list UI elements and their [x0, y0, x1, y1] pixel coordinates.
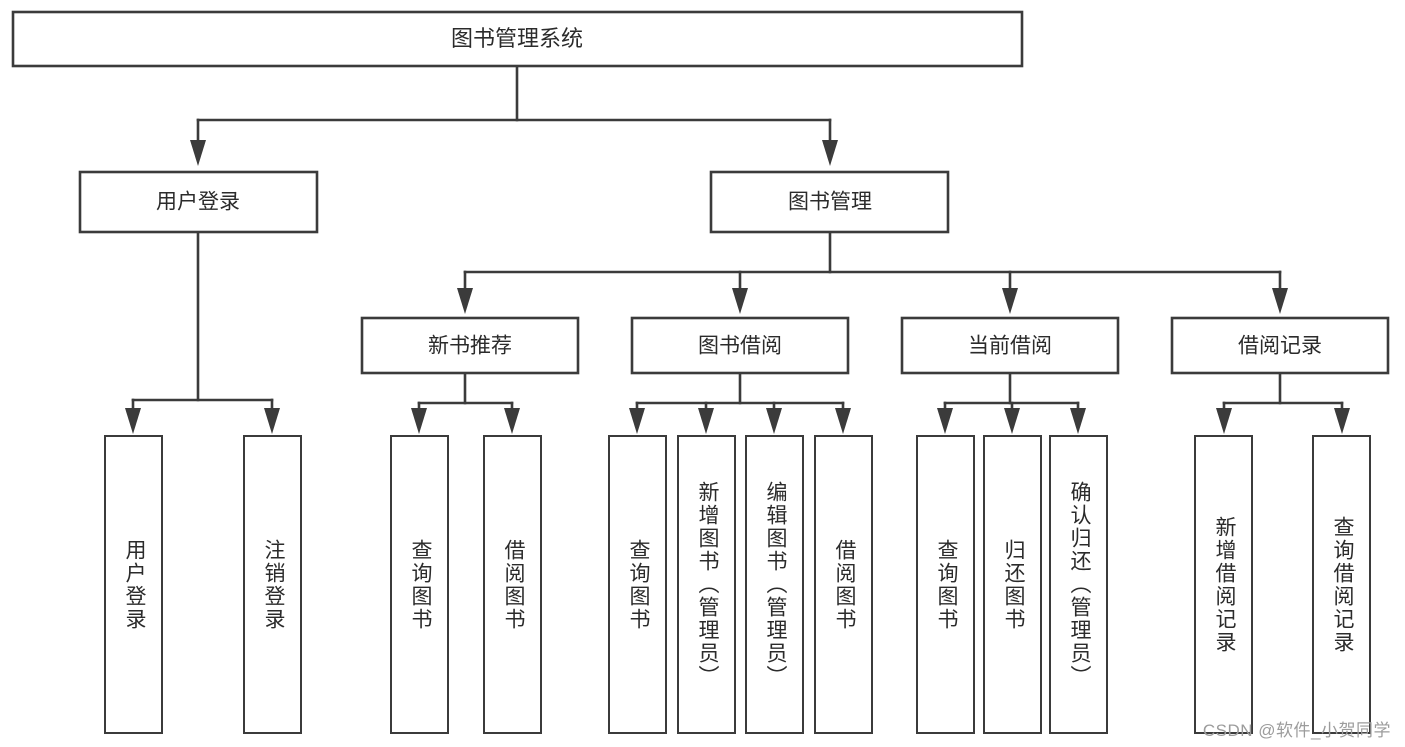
arrow-to-new-book-recommend: [457, 288, 473, 314]
leaf-user-login-label: 用户登录: [122, 538, 146, 631]
node-leaf-user-logout[interactable]: 注销登录: [243, 435, 302, 734]
connectors-new-book-to-leaves: [411, 372, 520, 434]
arrow-to-leaf-borrow-book-1: [504, 408, 520, 434]
arrow-to-leaf-add-book: [698, 408, 714, 434]
arrow-to-leaf-edit-book: [766, 408, 782, 434]
book-manage-label: 图书管理: [788, 191, 872, 214]
connectors-current-borrow-to-leaves: [937, 372, 1086, 434]
arrow-to-leaf-confirm-return: [1070, 408, 1086, 434]
leaf-user-logout-label: 注销登录: [261, 538, 285, 631]
leaf-query-book-1-label: 查询图书: [408, 538, 432, 631]
leaf-confirm-return-label: 确认归还（管理员）: [1067, 481, 1091, 688]
node-borrow-record[interactable]: 借阅记录: [1170, 316, 1390, 375]
node-leaf-return-book[interactable]: 归还图书: [983, 435, 1042, 734]
leaf-edit-book-label: 编辑图书（管理员）: [763, 481, 787, 688]
leaf-return-book-label: 归还图书: [1001, 538, 1025, 631]
leaf-add-record-label: 新增借阅记录: [1212, 515, 1236, 654]
arrow-to-current-borrow: [1002, 288, 1018, 314]
arrow-to-leaf-add-record: [1216, 408, 1232, 434]
arrow-to-book-borrow: [732, 288, 748, 314]
book-manage-box[interactable]: [709, 170, 950, 234]
node-leaf-query-record[interactable]: 查询借阅记录: [1312, 435, 1371, 734]
connectors-borrow-record-to-leaves: [1216, 372, 1350, 434]
node-leaf-edit-book[interactable]: 编辑图书（管理员）: [745, 435, 804, 734]
connectors-root-to-level2: [190, 64, 838, 166]
node-leaf-add-record[interactable]: 新增借阅记录: [1194, 435, 1253, 734]
node-leaf-borrow-book-2[interactable]: 借阅图书: [814, 435, 873, 734]
connectors-book-manage-to-level3: [457, 231, 1288, 314]
arrow-to-leaf-return-book: [1004, 408, 1020, 434]
leaf-borrow-book-1-label: 借阅图书: [501, 538, 525, 631]
node-book-borrow[interactable]: 图书借阅: [630, 316, 850, 375]
arrow-to-leaf-user-login: [125, 408, 141, 434]
node-leaf-user-login[interactable]: 用户登录: [104, 435, 163, 734]
new-book-recommend-label: 新书推荐: [428, 335, 512, 358]
node-leaf-add-book[interactable]: 新增图书（管理员）: [677, 435, 736, 734]
node-user-login[interactable]: 用户登录: [78, 170, 319, 234]
user-login-label: 用户登录: [156, 191, 240, 214]
node-leaf-query-book-2[interactable]: 查询图书: [608, 435, 667, 734]
arrow-to-leaf-borrow-book-2: [835, 408, 851, 434]
arrow-to-leaf-user-logout: [264, 408, 280, 434]
user-login-box[interactable]: [78, 170, 319, 234]
root-label: 图书管理系统: [451, 26, 583, 51]
leaf-borrow-book-2-label: 借阅图书: [832, 538, 856, 631]
leaf-query-book-2-label: 查询图书: [626, 538, 650, 631]
node-leaf-query-book-3[interactable]: 查询图书: [916, 435, 975, 734]
borrow-record-box[interactable]: [1170, 316, 1390, 375]
leaf-query-record-label: 查询借阅记录: [1330, 515, 1354, 654]
arrow-to-leaf-query-book-2: [629, 408, 645, 434]
node-leaf-confirm-return[interactable]: 确认归还（管理员）: [1049, 435, 1108, 734]
current-borrow-box[interactable]: [900, 316, 1120, 375]
leaf-add-book-label: 新增图书（管理员）: [695, 481, 719, 688]
node-leaf-query-book-1[interactable]: 查询图书: [390, 435, 449, 734]
node-book-manage[interactable]: 图书管理: [709, 170, 950, 234]
borrow-record-label: 借阅记录: [1238, 335, 1322, 358]
current-borrow-label: 当前借阅: [968, 335, 1052, 358]
connectors-book-borrow-to-leaves: [629, 372, 851, 434]
node-current-borrow[interactable]: 当前借阅: [900, 316, 1120, 375]
book-borrow-label: 图书借阅: [698, 335, 782, 358]
node-new-book-recommend[interactable]: 新书推荐: [360, 316, 580, 375]
book-borrow-box[interactable]: [630, 316, 850, 375]
connectors-user-login-to-leaves: [125, 231, 280, 434]
new-book-recommend-box[interactable]: [360, 316, 580, 375]
arrow-to-user-login: [190, 140, 206, 166]
arrow-to-leaf-query-book-1: [411, 408, 427, 434]
node-root[interactable]: 图书管理系统: [11, 10, 1024, 68]
arrow-to-leaf-query-record: [1334, 408, 1350, 434]
arrow-to-borrow-record: [1272, 288, 1288, 314]
root-box[interactable]: [11, 10, 1024, 68]
leaf-query-book-3-label: 查询图书: [934, 538, 958, 631]
arrow-to-leaf-query-book-3: [937, 408, 953, 434]
node-leaf-borrow-book-1[interactable]: 借阅图书: [483, 435, 542, 734]
arrow-to-book-manage: [822, 140, 838, 166]
